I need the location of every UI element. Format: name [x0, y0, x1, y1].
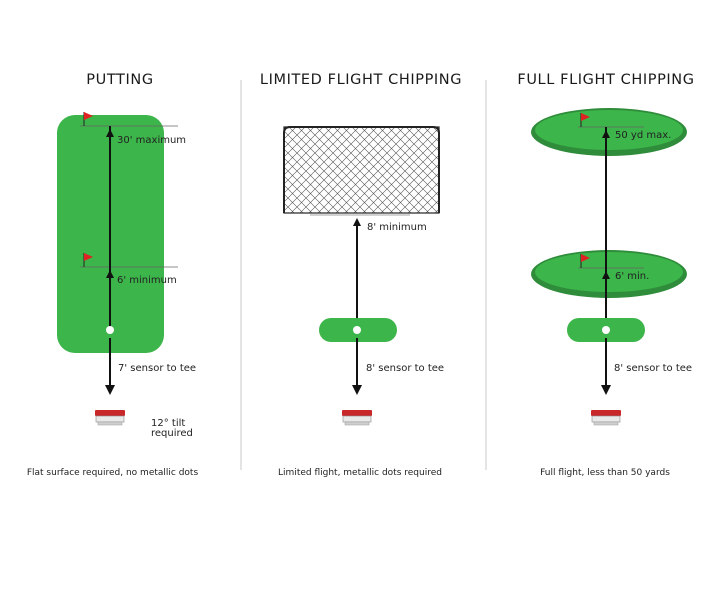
full-near-green: [535, 252, 683, 292]
full-max-arrow-icon: [602, 130, 610, 138]
putting-sensor-icon: [94, 409, 126, 426]
full-caption: Full flight, less than 50 yards: [540, 468, 670, 478]
full-sensor-label: 8' sensor to tee: [614, 363, 693, 374]
chipping-net: [283, 126, 440, 214]
limited-sensor-label: 8' sensor to tee: [366, 363, 445, 374]
limited-sensor-icon: [341, 409, 373, 426]
putting-min-label: 6' minimum: [117, 275, 177, 286]
putting-max-arrow-icon: [106, 129, 114, 137]
limited-title: LIMITED FLIGHT CHIPPING: [259, 72, 463, 88]
full-tee-ball: [602, 326, 610, 334]
putting-max-label: 30' maximum: [117, 135, 187, 146]
full-far-green: [535, 110, 683, 150]
putting-caption: Flat surface required, no metallic dots: [26, 468, 199, 478]
putting-sensor-arrow-icon: [105, 385, 115, 395]
limited-min-label: 8' minimum: [367, 222, 427, 233]
limited-tee-ball: [353, 326, 361, 334]
full-min-arrow-icon: [602, 271, 610, 279]
putting-tilt-label: 12° tilt required: [151, 418, 193, 439]
full-sensor-icon: [590, 409, 622, 426]
limited-sensor-arrow-icon: [352, 385, 362, 395]
putting-sensor-label: 7' sensor to tee: [118, 363, 197, 374]
full-min-label: 6' min.: [615, 271, 650, 282]
full-max-label: 50 yd max.: [615, 130, 672, 141]
limited-caption: Limited flight, metallic dots required: [278, 468, 442, 478]
putting-min-arrow-icon: [106, 270, 114, 278]
putting-title: PUTTING: [86, 72, 154, 88]
full-title: FULL FLIGHT CHIPPING: [517, 72, 695, 88]
limited-net-arrow-icon: [353, 218, 361, 226]
putting-tee-ball: [106, 326, 114, 334]
chipping-net-frame: [283, 126, 440, 213]
full-sensor-arrow-icon: [601, 385, 611, 395]
